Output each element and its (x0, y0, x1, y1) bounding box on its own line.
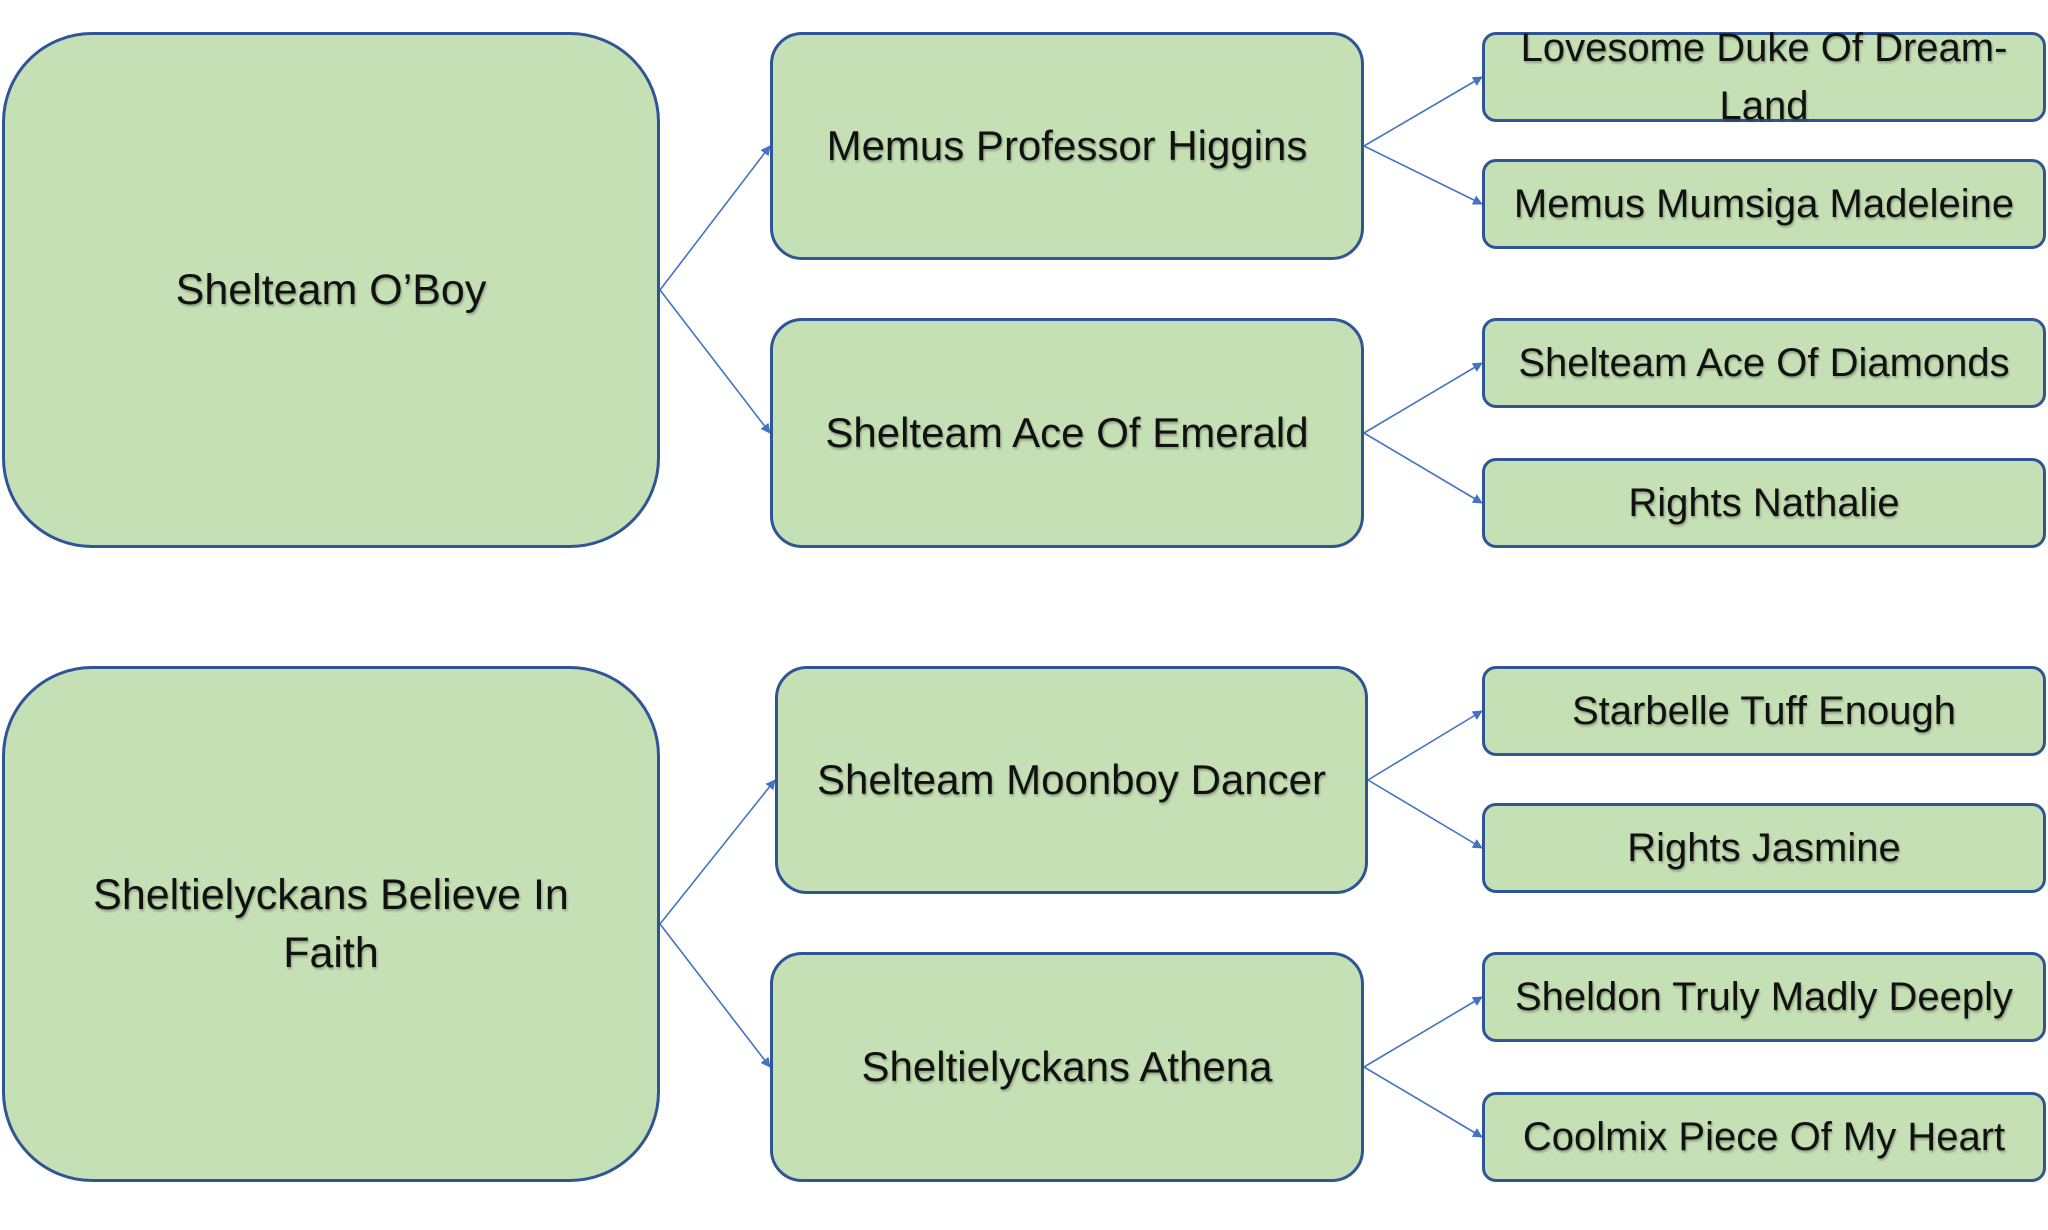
connector-dam-to-dam-sire (659, 779, 776, 925)
node-dam-sire-sire: Starbelle Tuff Enough (1482, 666, 2046, 756)
connector-dd-to-ddd (1363, 1066, 1483, 1138)
connector-sire-to-sire-sire (659, 145, 771, 291)
node-sire-sire: Memus Professor Higgins (770, 32, 1364, 260)
connector-ds-to-dsd (1367, 779, 1483, 849)
node-dam-label: Sheltielyckans Believe In Faith (93, 871, 569, 977)
node-sire-dam: Shelteam Ace Of Emerald (770, 318, 1364, 548)
node-dam-sire-dam: Rights Jasmine (1482, 803, 2046, 893)
node-dam-dam-dam: Coolmix Piece Of My Heart (1482, 1092, 2046, 1182)
node-sire-sire-sire-label: Lovesome Duke Of Dream-Land (1520, 26, 2008, 128)
node-sire-sire-sire: Lovesome Duke Of Dream-Land (1482, 26, 2046, 128)
node-dam-sire-label: Shelteam Moonboy Dancer (817, 756, 1326, 803)
node-sire-dam-label: Shelteam Ace Of Emerald (825, 409, 1309, 456)
node-sire-sire-dam: Memus Mumsiga Madeleine (1482, 159, 2046, 249)
node-dam-dam-sire-label: Sheldon Truly Madly Deeply (1514, 975, 2014, 1019)
connector-ss-to-ssd (1363, 145, 1483, 205)
connector-dd-to-dds (1363, 996, 1483, 1068)
node-dam-dam-label: Sheltielyckans Athena (861, 1043, 1273, 1090)
connector-sd-to-sdd (1363, 432, 1483, 504)
connector-sd-to-sds (1363, 362, 1483, 434)
connector-sire-to-sire-dam (659, 289, 771, 434)
node-dam: Sheltielyckans Believe In Faith (2, 666, 660, 1182)
node-sire-dam-dam-label: Rights Nathalie (1628, 481, 1900, 525)
node-sire-dam-sire-label: Shelteam Ace Of Diamonds (1518, 341, 2010, 385)
node-sire-sire-label: Memus Professor Higgins (826, 122, 1308, 169)
node-sire-dam-sire: Shelteam Ace Of Diamonds (1482, 318, 2046, 408)
node-dam-dam-dam-label: Coolmix Piece Of My Heart (1522, 1115, 2006, 1159)
node-sire-label: Shelteam O’Boy (175, 266, 487, 314)
node-dam-dam: Sheltielyckans Athena (770, 952, 1364, 1182)
connector-dam-to-dam-dam (659, 923, 771, 1068)
connector-ss-to-sss (1363, 76, 1483, 147)
node-dam-dam-sire: Sheldon Truly Madly Deeply (1482, 952, 2046, 1042)
node-dam-sire-dam-label: Rights Jasmine (1627, 826, 1901, 870)
connector-ds-to-dss (1367, 710, 1483, 781)
node-dam-sire-sire-label: Starbelle Tuff Enough (1572, 689, 1956, 733)
node-sire-sire-dam-label: Memus Mumsiga Madeleine (1513, 182, 2015, 226)
node-sire: Shelteam O’Boy (2, 32, 660, 548)
node-sire-dam-dam: Rights Nathalie (1482, 458, 2046, 548)
node-dam-sire: Shelteam Moonboy Dancer (775, 666, 1368, 894)
